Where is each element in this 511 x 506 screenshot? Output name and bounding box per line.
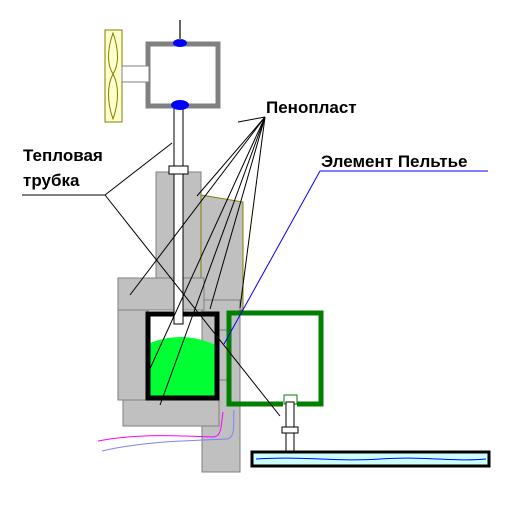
bottom-tray (250, 450, 491, 468)
label-heat-pipe-line1: Тепловая (23, 146, 103, 165)
peltier-element (226, 310, 324, 458)
foam-insulation-blocks (117, 277, 230, 427)
wires (97, 409, 235, 452)
fan-icon (104, 29, 150, 123)
label-heat-pipe-line2: трубка (23, 171, 80, 190)
peltier-leader-diagonal (223, 170, 321, 345)
leader-lines (22, 116, 281, 417)
label-peltier-element: Элемент Пельтье (321, 152, 467, 171)
top-heat-exchanger (145, 20, 221, 110)
label-foam: Пенопласт (266, 98, 357, 117)
